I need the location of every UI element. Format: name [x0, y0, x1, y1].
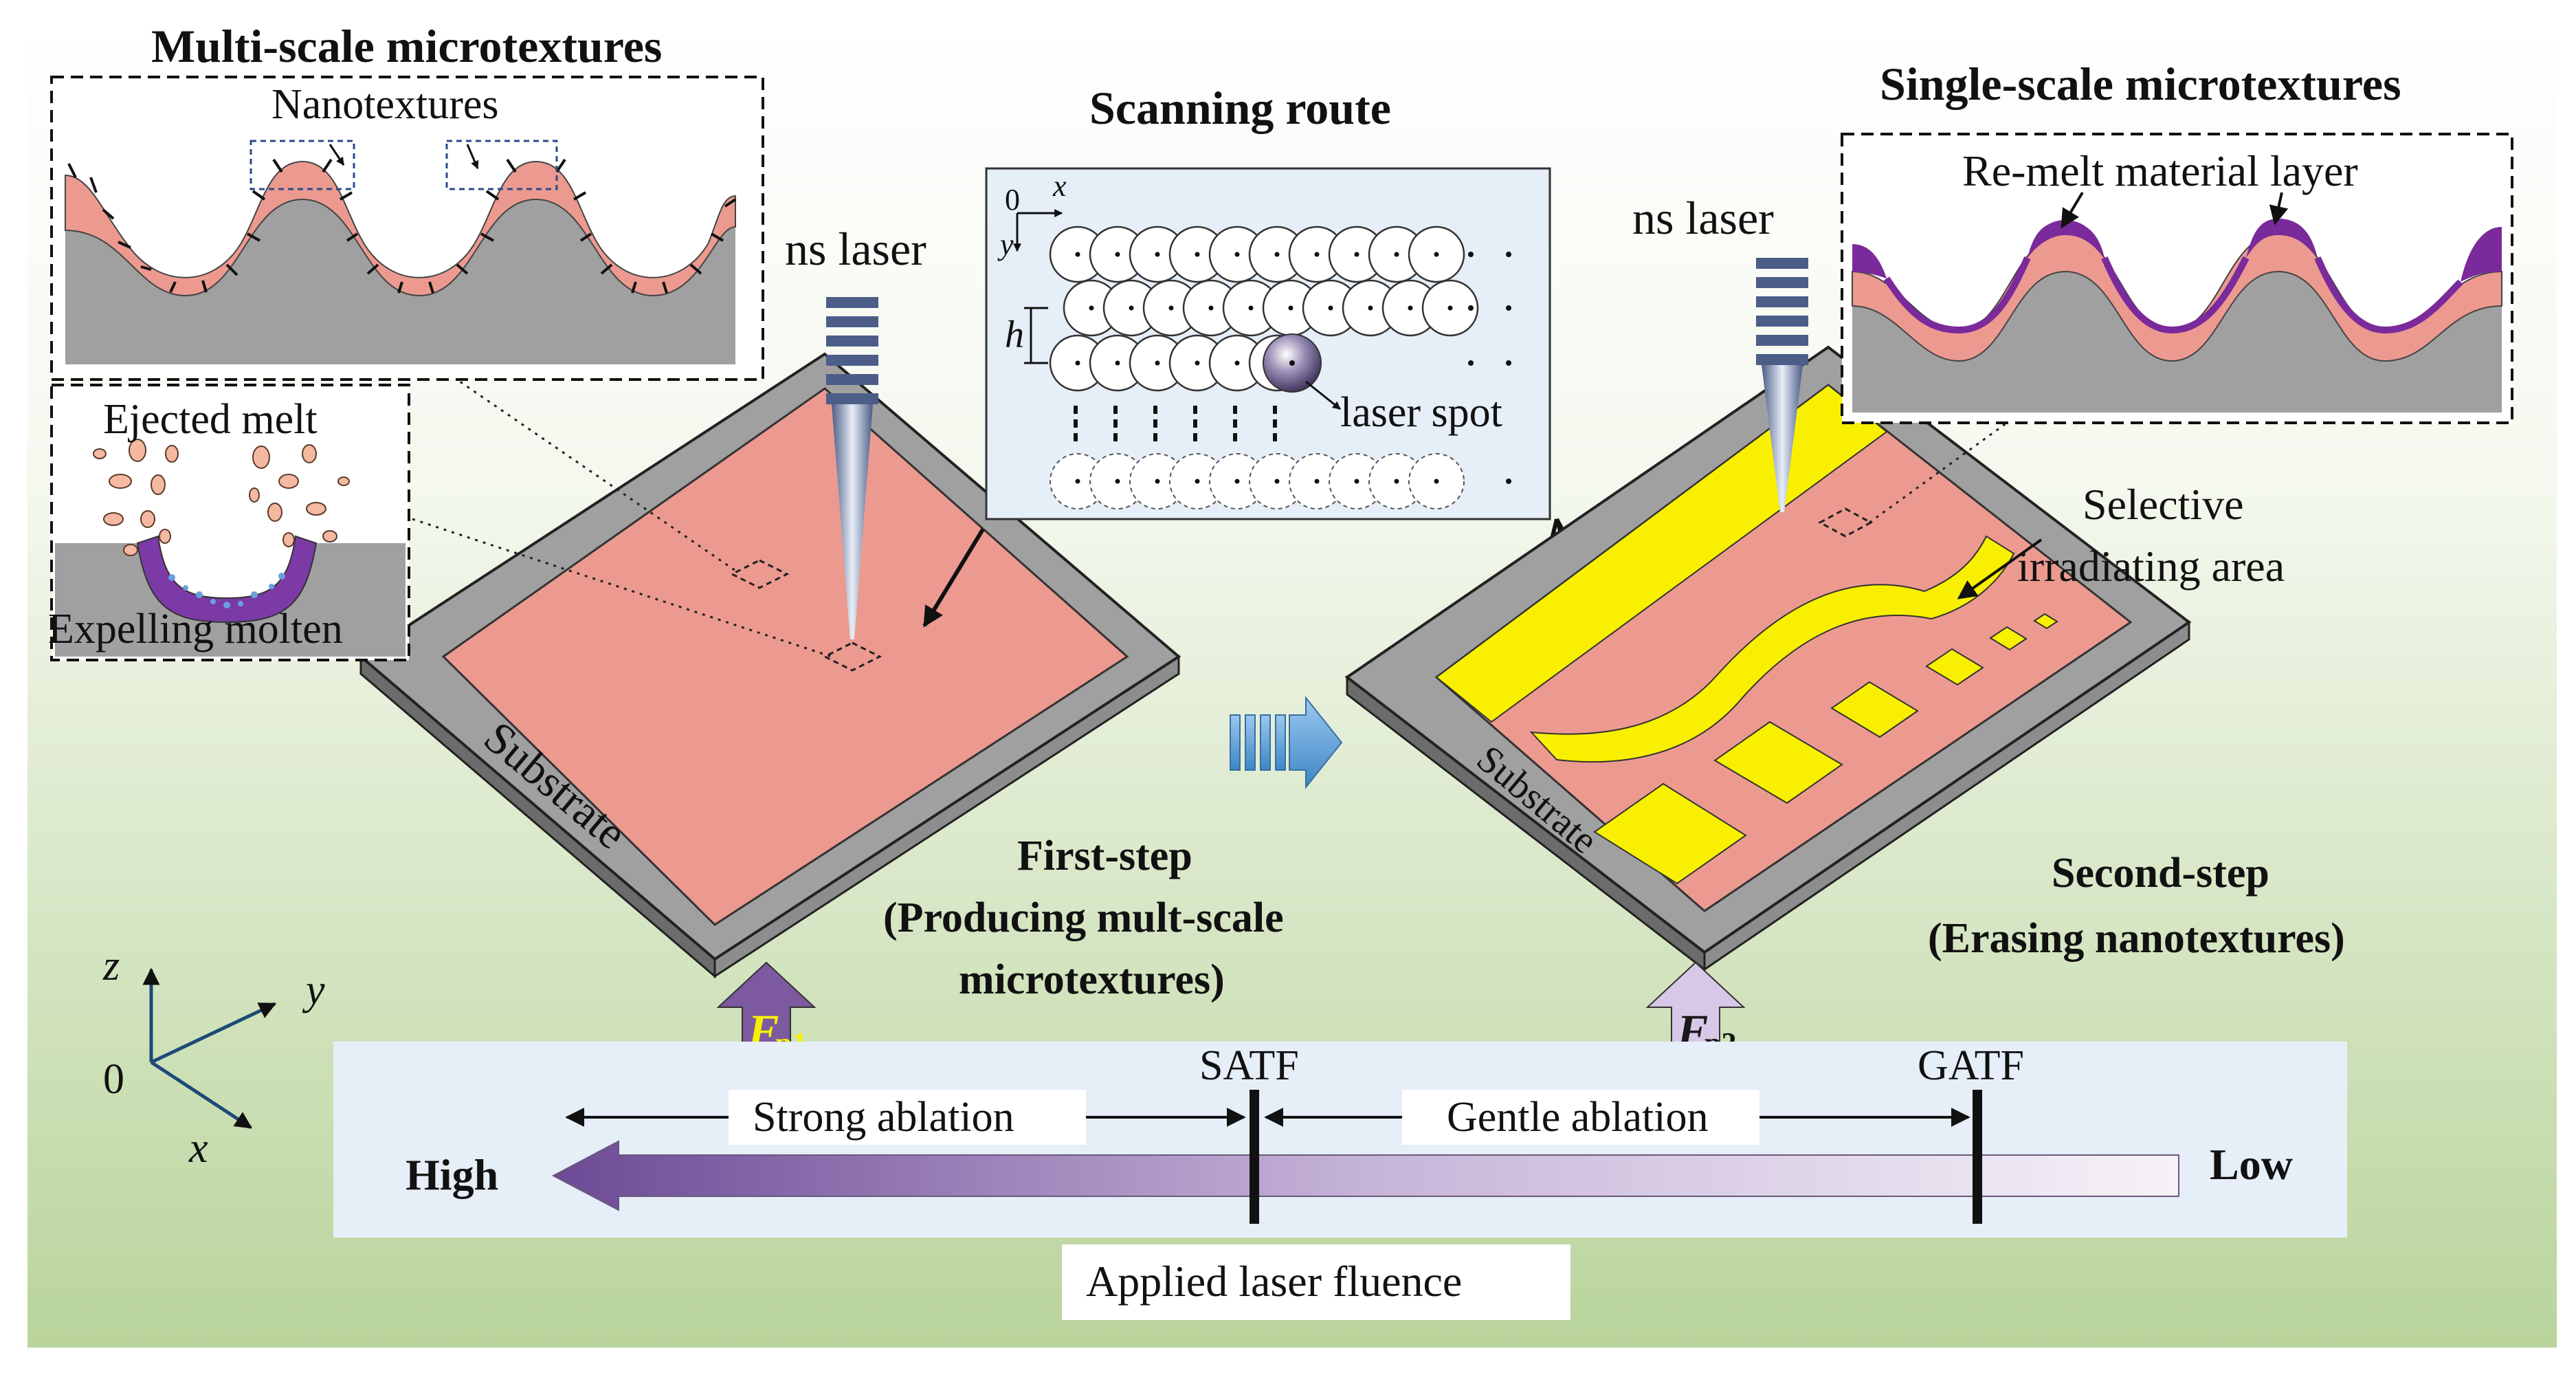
- single-scale-title: Single-scale microtextures: [1880, 58, 2401, 110]
- scan-axis-y: y: [997, 228, 1014, 261]
- selective-area-arrow: [1957, 538, 2043, 600]
- leader-lines-left: [412, 366, 832, 658]
- axis-x-label: x: [188, 1125, 208, 1172]
- scanning-route-panel: [985, 167, 1551, 520]
- single-scale-inset: [1841, 133, 2513, 424]
- laser-nozzle-icon: [826, 297, 878, 639]
- leader-line-right: [1869, 421, 2008, 524]
- ns-laser-label-right: ns laser: [1632, 192, 1774, 244]
- second-step-line1: Second-step: [2052, 850, 2269, 897]
- fluence-scale-panel: [333, 1042, 2347, 1238]
- ejected-melt-inset: [50, 384, 410, 661]
- remelt-layer-label: Re-melt material layer: [1962, 146, 2358, 195]
- hatch-spacing-label: h: [1005, 314, 1024, 356]
- ejected-melt-label: Ejected melt: [103, 396, 318, 443]
- multi-scale-inset: [50, 76, 764, 381]
- expelling-molten-label: Expelling molten: [48, 606, 343, 652]
- applied-fluence-box: [1062, 1244, 1570, 1320]
- laser-nozzle-icon-right: [1756, 258, 1808, 512]
- nanotextures-label: Nanotextures: [271, 81, 499, 128]
- second-step-substrate: Substrate: [1344, 345, 2192, 972]
- first-step-line3: microtextures): [959, 956, 1225, 1003]
- scan-axis-x: x: [1052, 169, 1067, 203]
- scan-arrow-left: [922, 528, 985, 628]
- second-step-line2: (Erasing nanotextures): [1928, 915, 2345, 962]
- low-label: Low: [2210, 1140, 2293, 1189]
- first-step-line1: First-step: [1017, 833, 1192, 879]
- gatf-label: GATF: [1918, 1042, 2024, 1089]
- axis-origin-label: 0: [103, 1056, 124, 1103]
- ns-laser-label-left: ns laser: [785, 223, 926, 275]
- applied-fluence-label: Applied laser fluence: [1086, 1257, 1462, 1306]
- laser-spot-label: laser spot: [1340, 389, 1502, 436]
- scanning-route-title: Scanning route: [1089, 82, 1391, 134]
- multi-scale-title: Multi-scale microtextures: [151, 20, 662, 72]
- strong-ablation-label: Strong ablation: [753, 1094, 1014, 1141]
- high-label: High: [406, 1150, 498, 1199]
- satf-label: SATF: [1199, 1042, 1299, 1089]
- scan-axis-origin: 0: [1005, 183, 1020, 217]
- selective-area-line2: irradiating area: [2017, 542, 2285, 591]
- selective-area-line1: Selective: [2083, 480, 2244, 529]
- axis-y-label: y: [302, 967, 325, 1013]
- axis-z-label: z: [102, 943, 120, 989]
- first-step-line2: (Producing mult-scale: [883, 894, 1284, 941]
- coordinate-axes: [142, 967, 277, 1130]
- gentle-ablation-label: Gentle ablation: [1447, 1094, 1708, 1141]
- block-arrow-right-icon: [1230, 696, 1343, 789]
- first-step-substrate: Substrate: [358, 352, 1181, 979]
